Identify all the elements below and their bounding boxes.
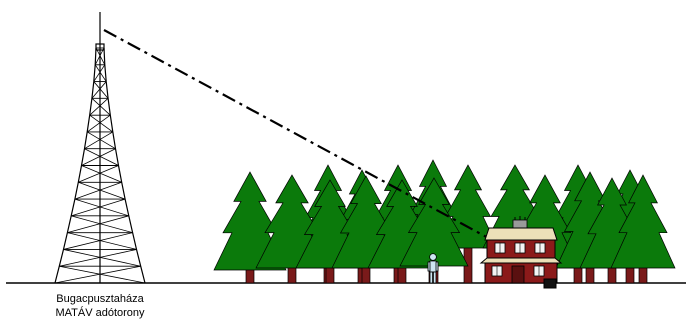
tower-brace <box>87 114 111 133</box>
house-door <box>511 265 525 284</box>
tower-brace <box>71 198 126 217</box>
tower-brace <box>84 131 113 150</box>
line-of-sight <box>103 29 493 241</box>
tower-brace <box>94 47 105 65</box>
tower-brace <box>84 148 119 166</box>
tower-brace <box>74 181 122 200</box>
device-box <box>543 278 557 289</box>
house-antenna <box>512 219 528 229</box>
tower-brace <box>93 64 106 82</box>
tower-brace <box>54 265 141 284</box>
tower-brace <box>87 131 116 150</box>
tower-brace <box>74 198 129 217</box>
forest <box>213 159 676 284</box>
house-roof <box>484 227 558 241</box>
tree <box>610 174 676 284</box>
tower-leg-right <box>103 47 146 284</box>
tower-brace <box>81 148 116 166</box>
tower-brace <box>67 232 137 250</box>
tower-brace <box>63 249 141 267</box>
tower-brace <box>89 98 109 116</box>
tower-brace <box>94 64 107 82</box>
tower-brace <box>78 165 119 183</box>
tower-brace <box>63 232 133 250</box>
tower-brace <box>91 81 107 99</box>
tower-brace <box>59 249 137 267</box>
tower-brace <box>95 47 106 65</box>
person <box>427 253 439 284</box>
transmission-tower <box>54 12 146 284</box>
tower-brace <box>89 114 113 133</box>
caption-line-1: Bugacpusztaháza <box>56 293 144 305</box>
tower-brace <box>71 215 133 234</box>
tower-caption: Bugacpusztaháza MATÁV adótorony <box>20 292 180 320</box>
house-eave <box>479 257 563 264</box>
house <box>479 216 563 284</box>
tower-brace <box>93 81 109 99</box>
tower-leg-left <box>54 47 97 284</box>
tower-brace <box>91 98 111 116</box>
tower-brace <box>59 265 146 284</box>
tower-brace <box>78 181 126 200</box>
tower-brace <box>67 215 129 234</box>
caption-line-2: MATÁV adótorony <box>55 307 145 319</box>
tower-brace <box>81 165 122 183</box>
